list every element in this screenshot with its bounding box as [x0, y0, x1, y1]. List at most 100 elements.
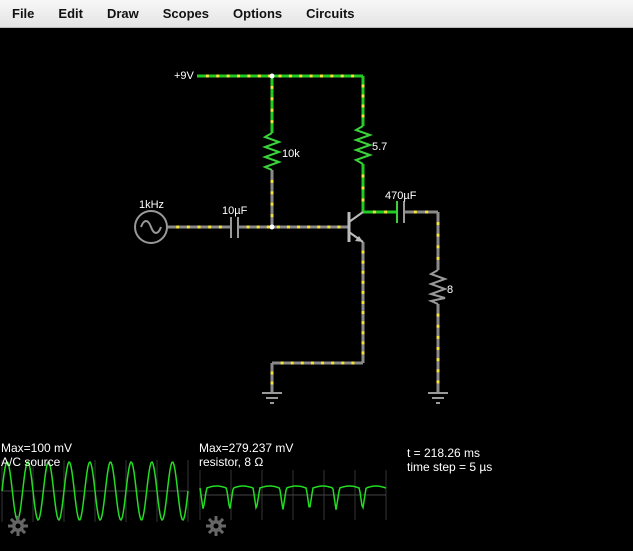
output-cap-label: 470µF: [385, 190, 417, 202]
current-dot: [436, 233, 440, 237]
current-dot: [286, 225, 290, 229]
current-dot: [351, 74, 355, 78]
settings-gear-icon[interactable]: [8, 516, 28, 536]
current-dot: [270, 120, 274, 124]
current-dot: [300, 361, 304, 365]
current-dot: [361, 104, 365, 108]
menu-bar: File Edit Draw Scopes Options Circuits: [0, 0, 633, 28]
current-dot: [436, 335, 440, 339]
current-dot: [361, 280, 365, 284]
current-dot: [205, 74, 209, 78]
current-dot: [208, 225, 212, 229]
menu-circuits[interactable]: Circuits: [306, 5, 355, 21]
current-dot: [327, 225, 331, 229]
current-dot: [361, 198, 365, 202]
current-dot: [257, 74, 261, 78]
current-dot: [361, 321, 365, 325]
current-dot: [361, 311, 365, 315]
ac-source[interactable]: [134, 210, 168, 244]
current-dot: [270, 381, 274, 385]
current-dot: [176, 225, 180, 229]
current-dot: [372, 210, 376, 214]
current-dot: [436, 245, 440, 249]
current-dot: [436, 380, 440, 384]
output-capacitor[interactable]: [396, 201, 405, 223]
current-dot: [270, 371, 274, 375]
current-dot: [361, 341, 365, 345]
current-dot: [280, 361, 284, 365]
bias-resistor[interactable]: [262, 132, 282, 171]
npn-transistor[interactable]: [347, 211, 364, 243]
menu-options[interactable]: Options: [233, 5, 283, 21]
current-dot: [270, 191, 274, 195]
current-dot: [351, 361, 355, 365]
current-dot: [330, 74, 334, 78]
circuit-canvas[interactable]: 1kHz 10µF 10k 5.7 470µF 8 +9V: [0, 28, 633, 440]
current-dot: [278, 74, 282, 78]
menu-edit[interactable]: Edit: [58, 5, 83, 21]
supply-label: +9V: [174, 70, 195, 82]
current-dot: [436, 324, 440, 328]
ac-source-circle: [134, 210, 168, 244]
current-dot: [270, 214, 274, 218]
current-dot: [331, 361, 335, 365]
menu-scopes[interactable]: Scopes: [162, 5, 210, 21]
scope-2-trace: [199, 485, 387, 511]
sine-wave-icon: [140, 220, 162, 234]
scope-2-max: Max=279.237 mV: [199, 441, 294, 455]
load-resistor[interactable]: [427, 269, 448, 305]
current-dot: [256, 225, 260, 229]
current-dot: [361, 351, 365, 355]
current-dot: [246, 225, 250, 229]
current-dot: [299, 74, 303, 78]
current-dot: [361, 84, 365, 88]
current-dot: [270, 85, 274, 89]
current-dot: [361, 174, 365, 178]
junction-node: [269, 224, 275, 230]
scope-1-name: A/C source: [1, 455, 61, 469]
input-cap-label: 10µF: [222, 205, 248, 217]
scope-2-grid-lines: [199, 470, 387, 520]
current-dot: [266, 225, 270, 229]
current-dot: [361, 186, 365, 190]
current-dot: [197, 225, 201, 229]
current-dot: [436, 313, 440, 317]
scope-area: Max=100 mV A/C source Max=279.237 mV res…: [0, 440, 633, 551]
current-dot: [309, 74, 313, 78]
current-dot: [307, 225, 311, 229]
current-dot: [361, 270, 365, 274]
current-dot: [361, 114, 365, 118]
menu-file[interactable]: File: [12, 5, 35, 21]
current-dot: [321, 361, 325, 365]
collector-resistor-label: 5.7: [372, 141, 387, 153]
scope-2-name: resistor, 8 Ω: [199, 455, 264, 469]
current-dot: [361, 94, 365, 98]
current-dot: [276, 225, 280, 229]
current-dot: [226, 74, 230, 78]
current-dot: [186, 225, 190, 229]
current-dot: [361, 260, 365, 264]
current-dot: [270, 108, 274, 112]
menu-draw[interactable]: Draw: [106, 5, 139, 21]
scope-1-trace: [1, 460, 189, 522]
sim-time: t = 218.26 ms: [407, 446, 481, 460]
ground-symbol-left[interactable]: [262, 392, 282, 404]
emitter-arrow-icon: [355, 236, 363, 242]
scope-plots: [1, 460, 387, 522]
sim-time-step: time step = 5 µs: [407, 460, 493, 474]
input-capacitor[interactable]: [230, 217, 239, 238]
current-dot: [290, 361, 294, 365]
current-dot: [436, 222, 440, 226]
collector-resistor[interactable]: [353, 125, 373, 165]
settings-gear-icon[interactable]: [206, 516, 226, 536]
current-dot: [247, 74, 251, 78]
current-dot: [436, 256, 440, 260]
current-dot: [218, 225, 222, 229]
current-dot: [216, 74, 220, 78]
junction-node: [269, 73, 275, 79]
current-dot: [237, 74, 240, 78]
ground-symbol-right[interactable]: [428, 392, 448, 404]
current-dot: [361, 331, 365, 335]
current-dot: [436, 358, 440, 362]
current-dot: [340, 74, 344, 78]
